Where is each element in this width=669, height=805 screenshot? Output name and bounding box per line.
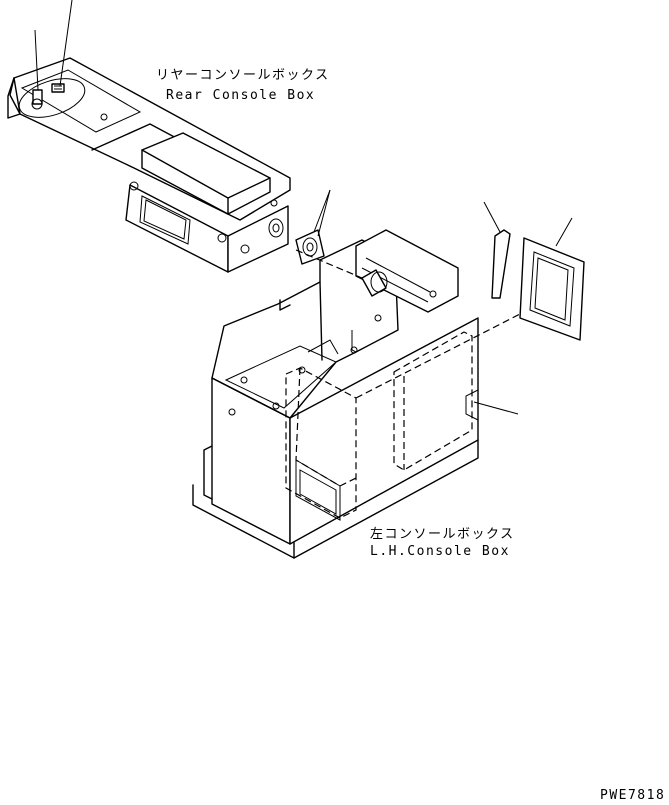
window-panel-part [519, 217, 585, 341]
lh-console-box [192, 229, 521, 559]
rear-console-label-en: Rear Console Box [166, 88, 316, 103]
grommet-part [295, 189, 331, 265]
switch-knob [32, 89, 43, 105]
lh-console-label-jp: 左コンソールボックス [370, 527, 515, 542]
rear-console-label-jp: リヤーコンソールボックス [156, 68, 330, 83]
rear-console-box [7, 0, 291, 273]
lh-console-label-en: L.H.Console Box [370, 544, 510, 559]
seal-strip-part [483, 201, 511, 299]
drawing-code: PWE7818 [600, 788, 666, 803]
leader-line [317, 189, 331, 237]
